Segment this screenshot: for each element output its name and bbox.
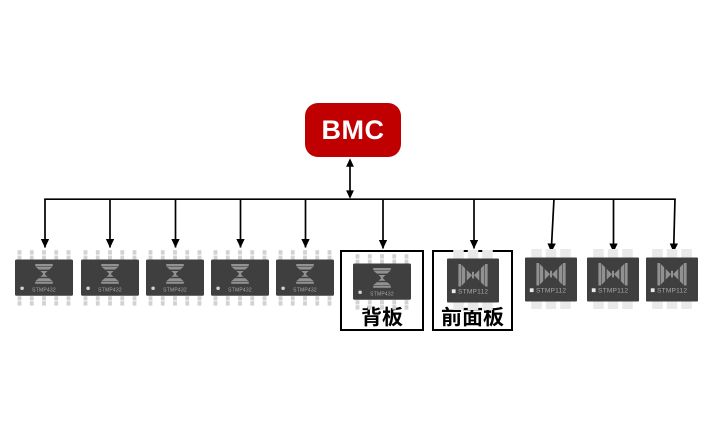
chip-pins <box>17 249 71 306</box>
chip-model-label: STMP112 <box>458 288 488 295</box>
chip-stmp432-3: STMP432 <box>145 249 204 306</box>
pin-one-dot <box>20 286 24 290</box>
pin-one-dot <box>451 288 456 293</box>
chip-artwork <box>646 248 698 309</box>
chip-model-label: STMP112 <box>598 287 628 294</box>
bmc-node: BMC <box>305 103 401 157</box>
chip-artwork <box>587 248 639 309</box>
chip-artwork <box>525 248 577 309</box>
chip-stmp112-1: STMP112 <box>525 248 577 309</box>
group-label-backplane <box>342 306 422 327</box>
chip-stmp112-3: STMP112 <box>646 248 698 309</box>
drop-arrow-8 <box>547 198 556 253</box>
chip-pads <box>452 249 493 310</box>
bmc-link-down-arrowhead <box>346 190 354 199</box>
chip-stmp432-5: STMP432 <box>276 249 334 306</box>
group-label-frontpanel <box>434 306 511 327</box>
bmc-label: BMC <box>321 114 385 145</box>
chip-body <box>446 258 499 302</box>
chip-artwork <box>276 249 334 306</box>
chip-model-label: STMP432 <box>228 287 252 293</box>
group-box-frontpanel <box>432 250 513 331</box>
chip-artwork <box>353 254 411 310</box>
chip-model-label: STMP112 <box>657 287 687 294</box>
chip-stmp432-2: STMP432 <box>80 249 139 306</box>
chip-model-label: STMP432 <box>293 287 317 293</box>
bmc-link-up-arrowhead <box>346 158 354 167</box>
chip-model-label: STMP112 <box>536 287 566 294</box>
chip-model-label: STMP432 <box>98 287 122 293</box>
chip-artwork <box>80 249 139 306</box>
chip-model-label: STMP432 <box>370 292 394 298</box>
drop-arrow-10 <box>669 198 679 253</box>
chip-stmp432-backplane: STMP432 <box>353 254 411 310</box>
chip-model-label: STMP432 <box>163 287 187 293</box>
chip-logo-icon <box>34 263 54 284</box>
chip-artwork <box>211 249 269 306</box>
chip-logo-icon <box>457 263 488 287</box>
chip-model-label: STMP432 <box>32 287 56 293</box>
chip-stmp112-2: STMP112 <box>587 248 639 309</box>
chip-stmp432-4: STMP432 <box>211 249 269 306</box>
group-box-backplane <box>340 250 424 331</box>
chip-stmp432-1: STMP432 <box>15 249 73 306</box>
chip-artwork <box>145 249 204 306</box>
chip-stmp112-frontpanel: STMP112 <box>446 249 499 310</box>
